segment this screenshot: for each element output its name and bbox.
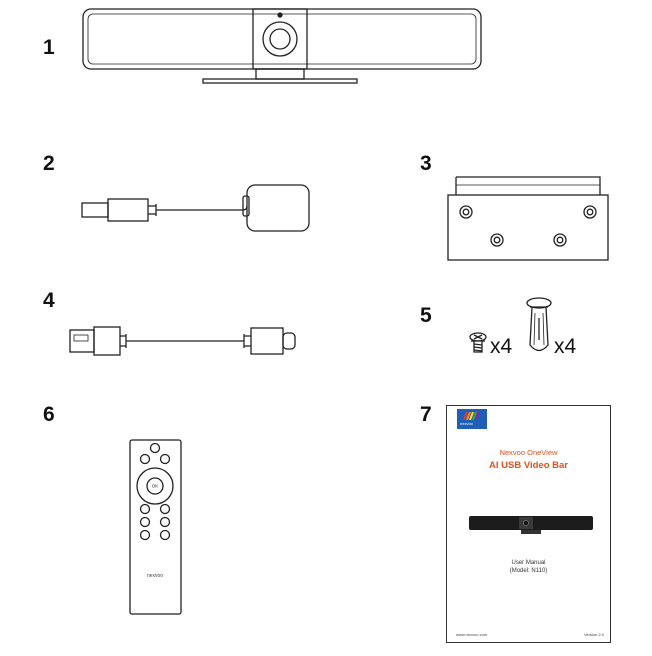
screw-and-anchor-icon — [469, 297, 552, 353]
item-number-6: 6 — [43, 403, 55, 426]
manual-version: Version 2.0 — [583, 632, 604, 637]
remote-ok-label: OK — [152, 484, 159, 489]
manual-logo: nexvoo — [457, 409, 487, 429]
user-manual-icon: nexvoo Nexvoo OneView AI USB Video Bar U… — [446, 405, 611, 643]
item-number-5: 5 — [420, 304, 432, 327]
manual-title-line1: Nexvoo OneView — [499, 448, 558, 457]
video-bar-icon — [82, 8, 482, 84]
wall-mount-bracket-icon — [447, 176, 609, 261]
usb-dongle-icon — [81, 184, 310, 232]
manual-lens-icon — [523, 520, 529, 526]
anchor-quantity: x4 — [554, 335, 577, 358]
manual-product-image — [469, 516, 593, 530]
item-number-1: 1 — [43, 36, 55, 59]
manual-subtitle-line2: (Model: N110) — [509, 568, 548, 574]
manual-logo-text: nexvoo — [460, 421, 473, 426]
manual-website: www.nexvoo.com — [456, 632, 488, 637]
screw-quantity: x4 — [490, 335, 513, 358]
item-number-2: 2 — [43, 152, 55, 175]
manual-stand — [521, 530, 541, 534]
manual-title-line2: AI USB Video Bar — [488, 460, 568, 471]
remote-brand-label: nexvoo — [146, 573, 164, 579]
manual-camera-module — [519, 517, 533, 529]
item-number-7: 7 — [420, 403, 432, 426]
item-number-3: 3 — [420, 152, 432, 175]
manual-subtitle-line1: User Manual — [511, 560, 546, 566]
usb-cable-icon — [69, 326, 296, 356]
remote-control-icon — [129, 439, 182, 615]
logo-stripes-icon — [463, 412, 480, 420]
item-number-4: 4 — [43, 289, 55, 312]
